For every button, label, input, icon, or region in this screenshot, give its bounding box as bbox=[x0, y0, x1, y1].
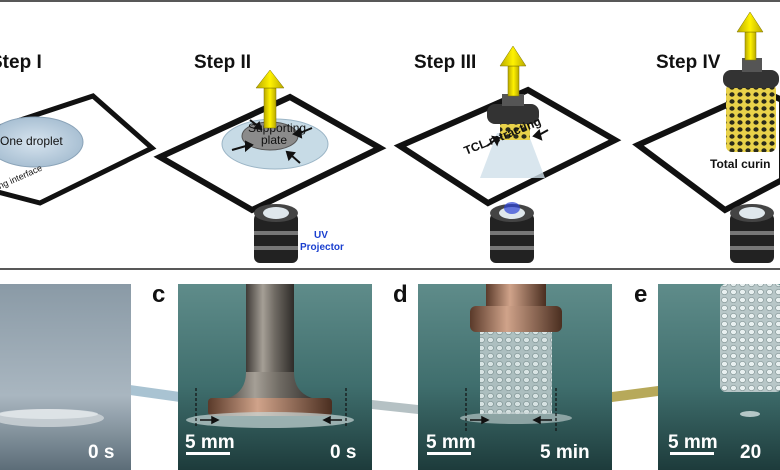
step-4-schematic: Step IV Total curin bbox=[638, 12, 780, 263]
photo-d: d 5 mm 5 min bbox=[393, 281, 612, 470]
connector-1 bbox=[130, 385, 180, 402]
photo-c: c 5 mm 0 s bbox=[152, 281, 372, 470]
panel-letter-e: e bbox=[634, 281, 647, 308]
photo-e-time: 20 bbox=[740, 442, 761, 463]
step-3-title: Step III bbox=[414, 52, 476, 73]
step-1-title: Step I bbox=[0, 52, 42, 73]
step-2-schematic: Step II Supporting plate UV Projector bbox=[160, 52, 380, 263]
step-4-plate bbox=[723, 70, 779, 88]
photo-d-time: 5 min bbox=[540, 442, 590, 463]
lift-arrow-head bbox=[256, 70, 284, 88]
connector-2 bbox=[372, 400, 418, 414]
droplet-label: One droplet bbox=[0, 134, 63, 148]
photo-c-time: 0 s bbox=[330, 442, 356, 463]
photo-b: 0 s bbox=[0, 284, 131, 470]
step-3-schematic: Step III TCL retracting bbox=[400, 46, 615, 263]
photo-d-scale: 5 mm bbox=[426, 432, 476, 453]
step-1-schematic: Step I One droplet ing interface bbox=[0, 52, 152, 203]
cured-scaffold bbox=[726, 84, 776, 152]
step-3-arrow bbox=[500, 46, 526, 66]
step-4-title: Step IV bbox=[656, 52, 721, 73]
lift-arrow-shaft bbox=[264, 88, 276, 128]
connector-3 bbox=[612, 386, 658, 402]
panel-letter-d: d bbox=[393, 281, 408, 308]
step-4-arrow bbox=[737, 12, 763, 32]
panel-letter-c: c bbox=[152, 281, 165, 308]
projector-label: Projector bbox=[300, 242, 344, 253]
photo-e-scaffold bbox=[720, 284, 780, 392]
photo-e: e 5 mm 20 bbox=[634, 281, 780, 470]
uv-label: UV bbox=[314, 230, 328, 241]
photo-d-scaffold bbox=[480, 332, 552, 414]
step-2-title: Step II bbox=[194, 52, 251, 73]
uv-projector-lens bbox=[254, 204, 298, 263]
photo-e-scale: 5 mm bbox=[668, 432, 718, 453]
photo-b-time: 0 s bbox=[88, 442, 114, 463]
step-3-projector bbox=[490, 202, 534, 263]
curing-label: Total curin bbox=[710, 157, 770, 171]
plate-label-2: plate bbox=[261, 133, 287, 147]
step-4-projector bbox=[730, 204, 774, 263]
photo-c-scale: 5 mm bbox=[185, 432, 235, 453]
photo-d-plate bbox=[470, 306, 562, 332]
